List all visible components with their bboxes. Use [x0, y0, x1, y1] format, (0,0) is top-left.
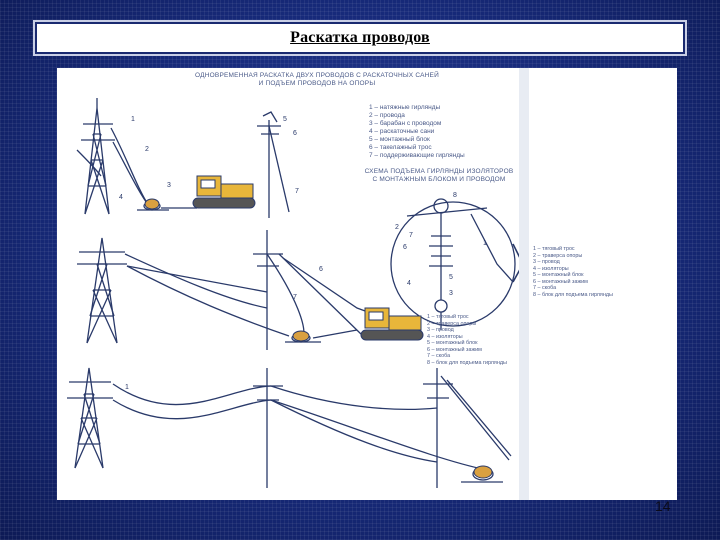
legend-right-item: 2 – траверса опоры [533, 252, 583, 259]
callout-5: 5 [283, 116, 287, 123]
scheme-callout-7: 7 [409, 232, 413, 239]
title-bar: Раскатка проводов [33, 20, 687, 56]
insulator-scheme [390, 198, 516, 330]
callout-row2-6: 6 [319, 266, 323, 273]
callout-row2-7: 7 [293, 294, 297, 301]
legend-top: 1 – натяжные гирлянды 2 – провода 3 – ба… [369, 104, 465, 160]
legend-middle-item: 1 – тяговый трос [427, 314, 469, 320]
scheme-callout-4: 4 [407, 280, 411, 287]
legend-right-item: 6 – монтажный зажим [533, 278, 588, 285]
scan-edge [519, 68, 529, 500]
scheme-heading-line1: Схема подъема гирлянды изоляторов [364, 168, 514, 175]
legend-right: 1 – тяговый трос 2 – траверса опоры 3 – … [533, 246, 613, 298]
main-heading-line1: Одновременная раскатка двух проводов с р… [195, 72, 439, 79]
legend-right-item: 7 – скоба [533, 285, 557, 291]
scheme-callout-3: 3 [449, 290, 453, 297]
page-number: 14 [655, 498, 671, 514]
lattice-tower-2 [77, 237, 127, 344]
wire-stringing-figure: Одновременная раскатка двух проводов с р… [57, 68, 677, 500]
drum-2 [292, 330, 310, 342]
legend-middle-item: 8 – блок для подъема гирлянды [427, 359, 507, 366]
drum-1 [144, 198, 160, 210]
slide-title: Раскатка проводов [290, 29, 430, 46]
legend-right-item: 4 – изоляторы [533, 265, 569, 272]
legend-right-item: 1 – тяговый трос [533, 246, 575, 252]
scheme-callout-5: 5 [449, 274, 453, 281]
tractor-2 [360, 307, 424, 341]
legend-middle: 1 – тяговый трос 2 – траверса опоры 3 – … [427, 314, 507, 366]
scheme-callout-1: 1 [483, 240, 487, 247]
legend-middle-item: 6 – монтажный зажим [427, 346, 482, 353]
callout-1: 1 [131, 116, 135, 123]
legend-right-item: 8 – блок для подъема гирлянды [533, 291, 613, 298]
drum-3 [473, 465, 493, 479]
callout-2: 2 [145, 146, 149, 153]
scheme-callout-2: 2 [395, 224, 399, 231]
tractor-1 [192, 175, 256, 209]
main-heading-line2: и подъем проводов на опоры [258, 80, 376, 87]
scheme-heading: Схема подъема гирлянды изоляторов с монт… [349, 168, 529, 184]
legend-middle-item: 3 – провод [427, 327, 454, 333]
main-heading: Одновременная раскатка двух проводов с р… [147, 72, 487, 88]
callout-4: 4 [119, 194, 123, 201]
callout-3: 3 [167, 182, 171, 189]
legend-right-item: 3 – провод [533, 259, 560, 265]
legend-top-item: 6 – такелажный трос [369, 144, 432, 151]
figure-drawing [67, 68, 529, 500]
legend-middle-item: 2 – траверса опоры [427, 320, 477, 327]
scheme-heading-line2: с монтажным блоком и проводом [372, 176, 506, 183]
legend-top-item: 7 – поддерживающие гирлянды [369, 152, 465, 159]
legend-top-item: 1 – натяжные гирлянды [369, 104, 441, 111]
legend-top-item: 3 – барабан с проводом [369, 120, 442, 127]
legend-top-item: 2 – провода [369, 112, 405, 119]
callout-row3-1: 1 [125, 384, 129, 391]
legend-top-item: 5 – монтажный блок [369, 136, 430, 143]
scheme-callout-8: 8 [453, 192, 457, 199]
lattice-tower-3 [67, 367, 113, 469]
callout-7: 7 [295, 188, 299, 195]
scheme-callout-6: 6 [403, 244, 407, 251]
legend-right-item: 5 – монтажный блок [533, 272, 584, 278]
callout-6: 6 [293, 130, 297, 137]
legend-top-item: 4 – раскаточные сани [369, 128, 435, 135]
wooden-pole-3 [253, 368, 283, 488]
legend-middle-item: 7 – скоба [427, 353, 451, 359]
legend-middle-item: 5 – монтажный блок [427, 340, 478, 346]
lattice-tower-1 [81, 98, 115, 215]
legend-middle-item: 4 – изоляторы [427, 333, 463, 340]
